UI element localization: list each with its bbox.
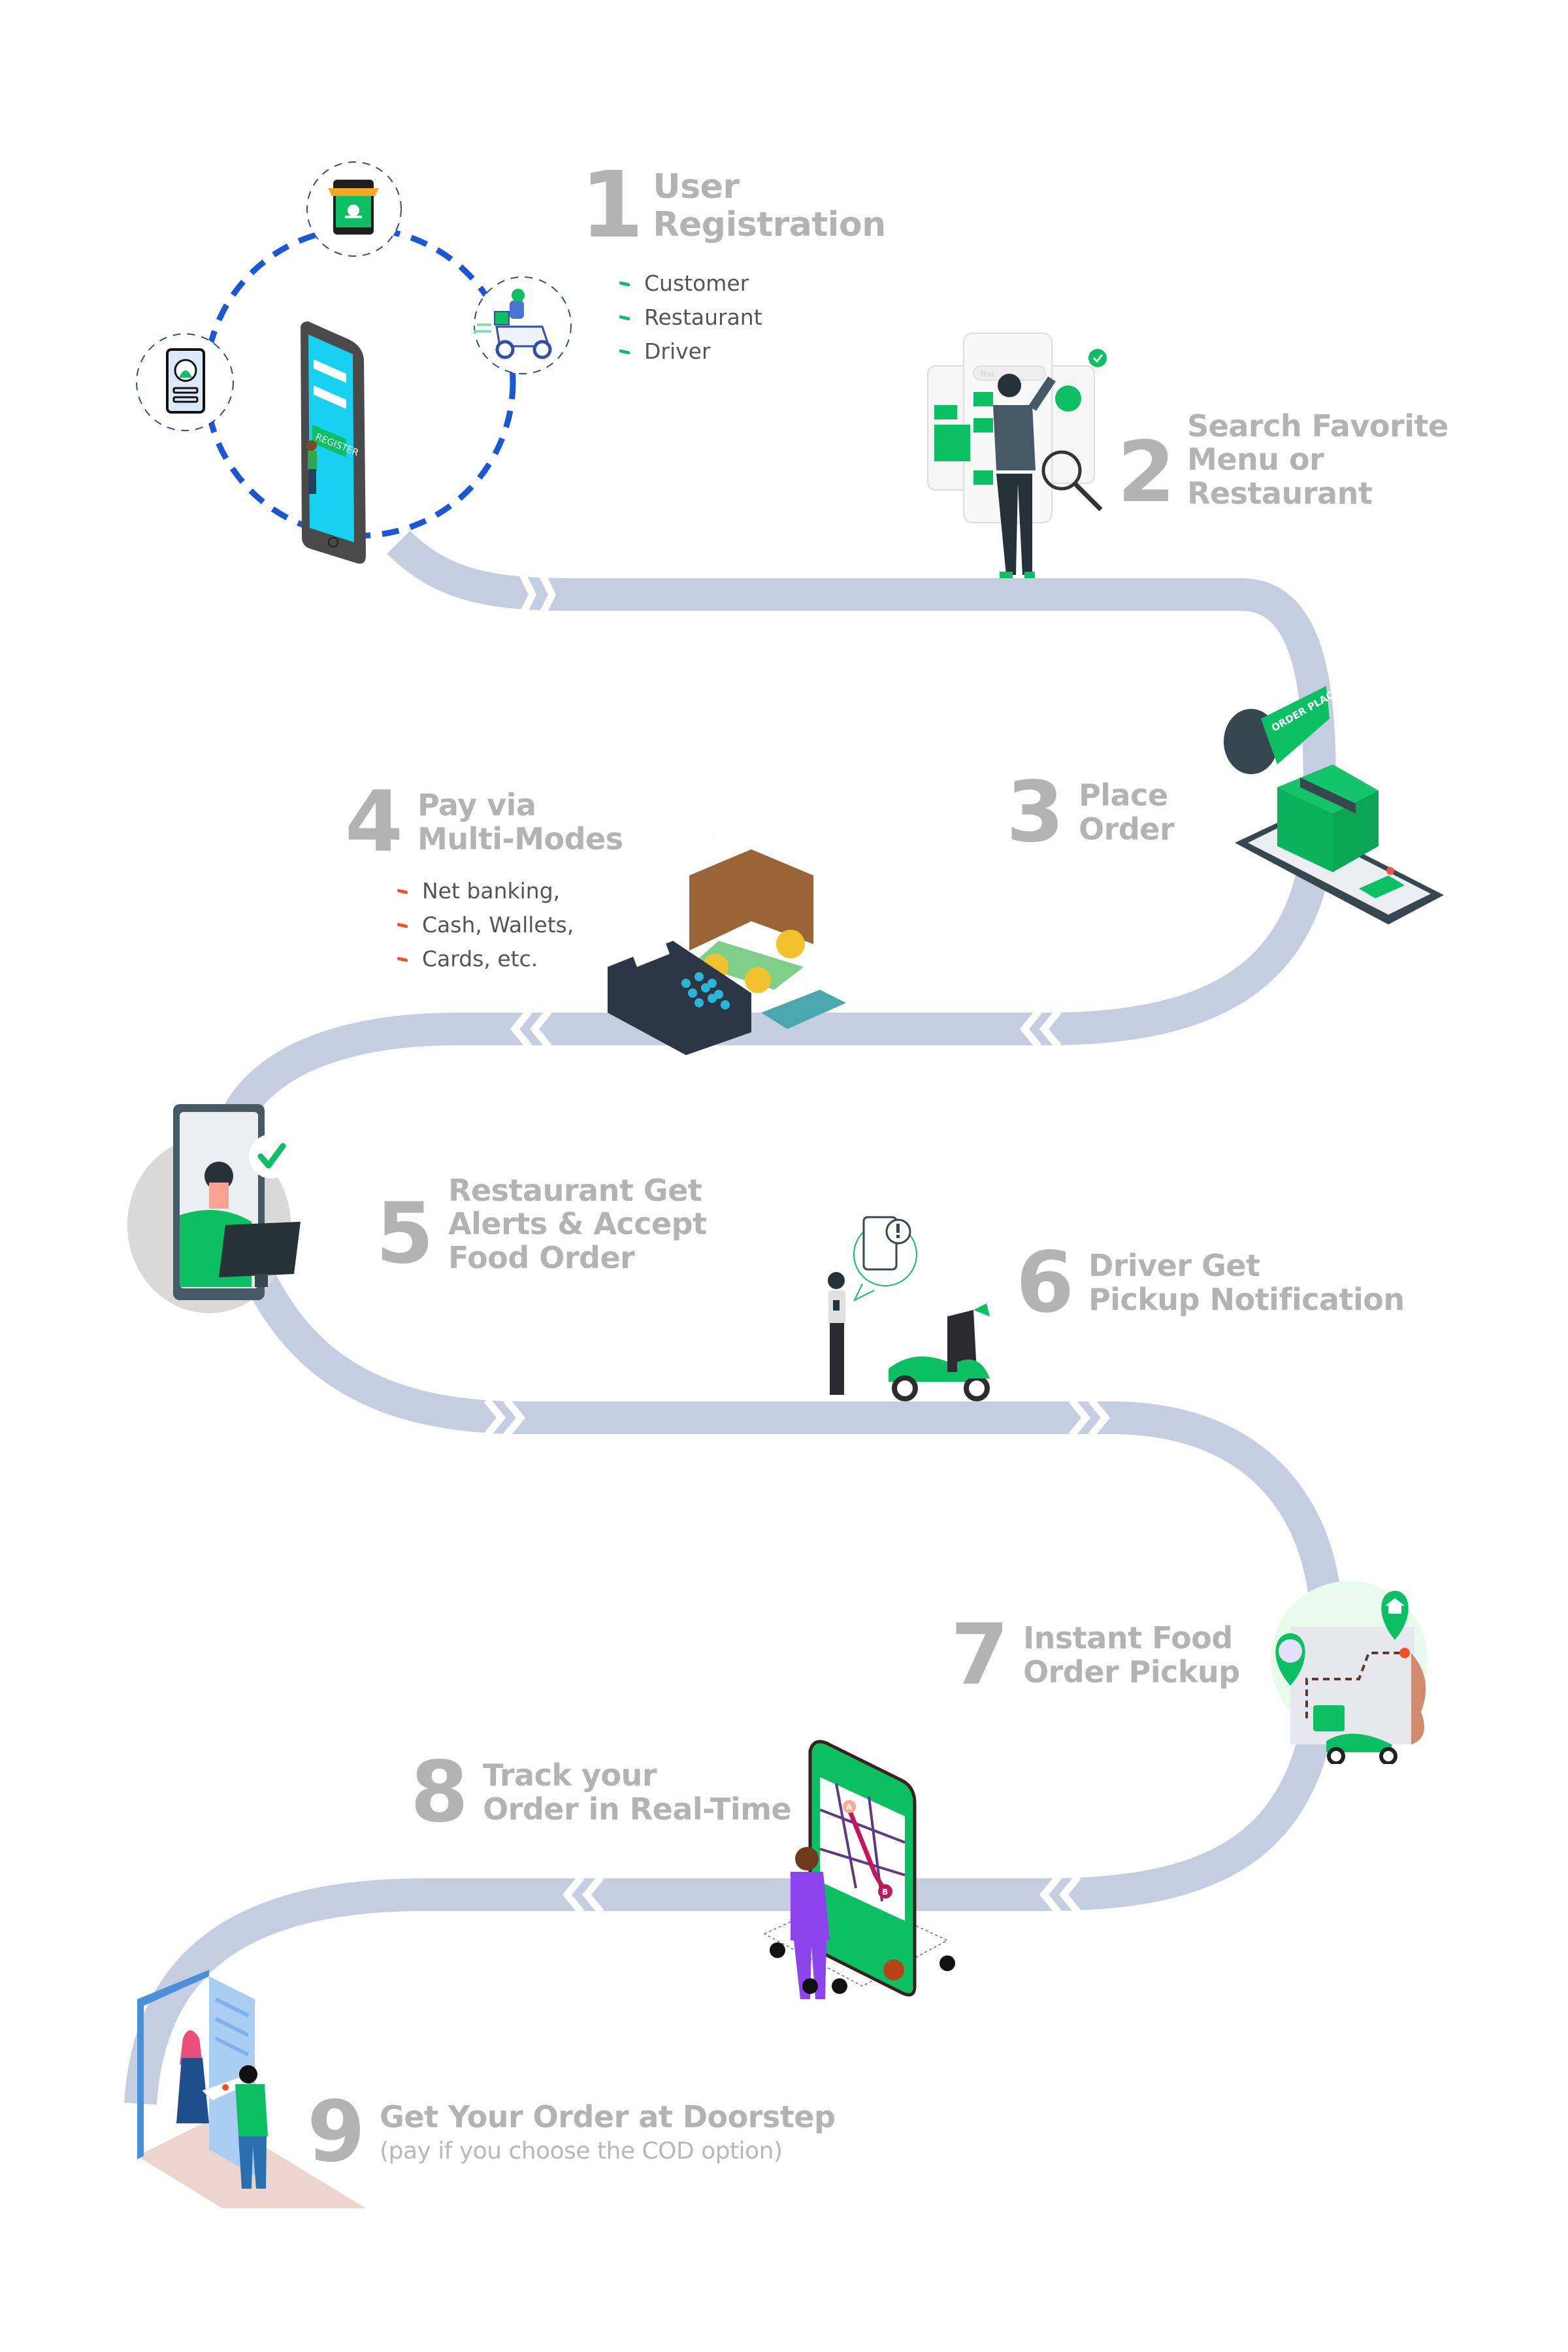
step-7-heading: 7 Instant Food Order Pickup bbox=[951, 1614, 1240, 1697]
user-id-card-icon bbox=[136, 333, 234, 431]
step-title-line: User bbox=[653, 167, 740, 206]
step-1-heading: 1 User Registration bbox=[580, 160, 886, 252]
man-pressing-register bbox=[306, 440, 317, 494]
step-number: 1 bbox=[580, 152, 644, 259]
step-2-heading: 2 Search Favorite Menu or Restaurant bbox=[1117, 405, 1448, 515]
step-title-line: Food Order bbox=[448, 1239, 635, 1275]
step-title-line: Pay via bbox=[417, 787, 536, 823]
step-title-line: Track your bbox=[483, 1757, 657, 1793]
step-title-line: Registration bbox=[653, 205, 886, 244]
direction-chevrons-left-1 bbox=[510, 1009, 1062, 1049]
bullet-item: Cash, Wallets, bbox=[397, 908, 574, 942]
step-number: 3 bbox=[1006, 764, 1065, 861]
bullet-dash-icon bbox=[619, 280, 630, 287]
step-subtitle: (pay if you choose the COD option) bbox=[380, 2137, 783, 2164]
bullet-item: Cards, etc. bbox=[397, 942, 574, 976]
register-phone: REGISTER bbox=[301, 321, 366, 564]
bullet-dash-icon bbox=[397, 922, 408, 928]
bullet-text: Cards, etc. bbox=[422, 946, 538, 972]
magnifier-icon bbox=[1041, 450, 1082, 491]
bullet-dash-icon bbox=[397, 956, 408, 962]
step-4-heading: 4 Pay via Multi-Modes bbox=[345, 781, 623, 864]
step-title-line: Instant Food bbox=[1023, 1620, 1233, 1656]
step-title-line: Order bbox=[1079, 811, 1175, 847]
step-5-heading: 5 Restaurant Get Alerts & Accept Food Or… bbox=[376, 1173, 707, 1276]
step-number: 4 bbox=[345, 774, 404, 871]
doorstep-delivery-handover-illustration bbox=[137, 1970, 366, 2208]
step-6-heading: 6 Driver Get Pickup Notification bbox=[1016, 1241, 1405, 1325]
step-number: 6 bbox=[1016, 1234, 1075, 1331]
map-label-b: B bbox=[882, 1887, 888, 1897]
step-8-heading: 8 Track your Order in Real-Time bbox=[410, 1744, 792, 1841]
bullet-item: Customer bbox=[619, 267, 762, 301]
bullet-item: Net banking, bbox=[397, 874, 574, 908]
bullet-dash-icon bbox=[619, 314, 630, 321]
search-placeholder: Text bbox=[979, 370, 995, 378]
step-number: 5 bbox=[376, 1185, 434, 1282]
step-title-line: Get Your Order at Doorstep bbox=[380, 2099, 836, 2135]
step-1-bullet-list: Customer Restaurant Driver bbox=[619, 267, 762, 368]
bullet-text: Customer bbox=[644, 270, 749, 296]
checkmark-icon bbox=[257, 1143, 286, 1169]
step-4-bullet-list: Net banking, Cash, Wallets, Cards, etc. bbox=[397, 874, 574, 976]
step-number: 2 bbox=[1117, 424, 1176, 521]
driver-phone-notification-scooter-illustration bbox=[828, 1216, 990, 1401]
bullet-dash-icon bbox=[619, 348, 630, 355]
bullet-item: Driver bbox=[619, 335, 762, 368]
chat-icon bbox=[883, 1959, 904, 1980]
direction-chevrons-right-1 bbox=[519, 573, 557, 616]
restaurant-operator-headset-checkmark-illustration bbox=[127, 1104, 301, 1313]
step-number: 9 bbox=[307, 2083, 366, 2181]
step-title-line: Search Favorite bbox=[1187, 408, 1448, 444]
restaurant-store-phone-icon bbox=[306, 161, 402, 257]
man-browsing-app-screens-illustration: Text bbox=[927, 333, 1107, 578]
bullet-text: Driver bbox=[644, 338, 711, 364]
step-number: 7 bbox=[951, 1607, 1009, 1704]
map-label-a: A bbox=[846, 1803, 853, 1812]
step-title-line: Alerts & Accept bbox=[448, 1206, 707, 1242]
bullet-text: Net banking, bbox=[422, 878, 561, 904]
map-pins-food-scooter-illustration bbox=[1271, 1581, 1428, 1764]
home-pin-icon bbox=[1381, 1591, 1409, 1640]
bullet-text: Cash, Wallets, bbox=[422, 912, 574, 938]
phone-register-illustration: REGISTER bbox=[136, 161, 572, 564]
step-title-line: Order Pickup bbox=[1023, 1654, 1240, 1690]
step-title-line: Driver Get bbox=[1088, 1248, 1260, 1284]
step-9-heading: 9 Get Your Order at Doorstep (pay if you… bbox=[307, 2083, 836, 2181]
step-title-line: Restaurant Get bbox=[448, 1172, 702, 1208]
step-title-line: Pickup Notification bbox=[1088, 1282, 1405, 1317]
step-3-heading: 3 Place Order bbox=[1006, 764, 1175, 861]
bullet-item: Restaurant bbox=[619, 301, 762, 335]
direction-chevrons-left-2 bbox=[562, 1874, 1081, 1915]
step-title-line: Restaurant bbox=[1187, 475, 1373, 511]
wallet-pos-terminal-cash-card-illustration bbox=[608, 836, 846, 1055]
bullet-dash-icon bbox=[397, 888, 408, 894]
delivery-scooter-icon bbox=[474, 276, 572, 374]
order-placed-box-on-phone-illustration: ORDER PLACED bbox=[1224, 681, 1444, 924]
direction-chevrons-right-2 bbox=[483, 1397, 1111, 1438]
step-title-line: Place bbox=[1079, 777, 1168, 813]
man-tracking-map-phone-illustration: A B bbox=[763, 1740, 955, 1999]
bullet-text: Restaurant bbox=[644, 304, 762, 330]
step-number: 8 bbox=[410, 1744, 469, 1841]
step-title-line: Menu or bbox=[1187, 442, 1324, 478]
step-title-line: Multi-Modes bbox=[417, 821, 623, 857]
step-title-line: Order in Real-Time bbox=[483, 1791, 792, 1827]
